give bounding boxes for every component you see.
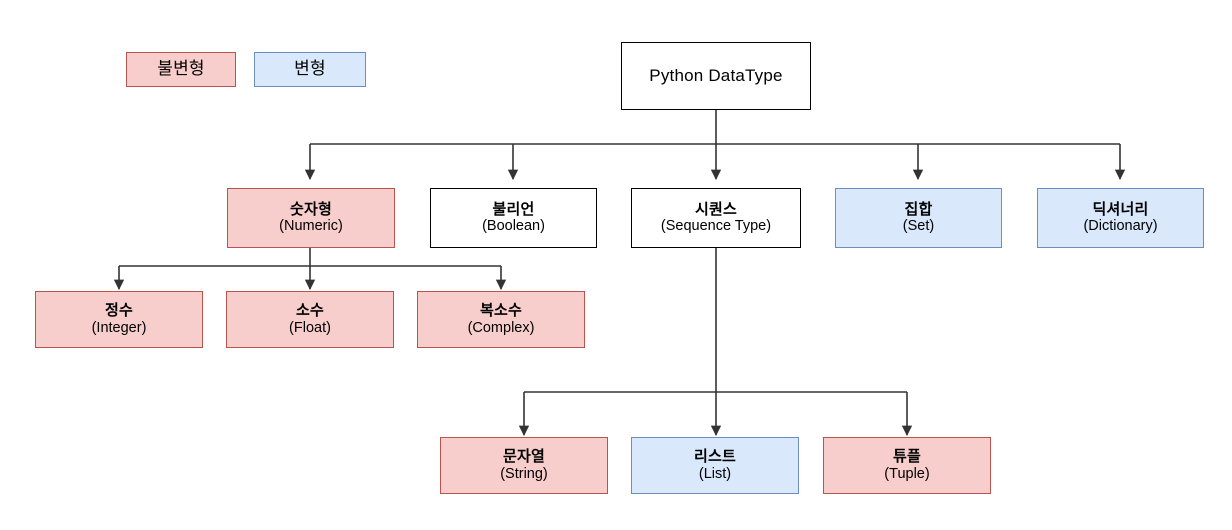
node-label-complex-en: (Complex) — [467, 319, 535, 336]
node-label-sequence-en: (Sequence Type) — [660, 218, 772, 235]
node-numeric[interactable]: 숫자형 (Numeric) — [227, 188, 395, 248]
node-label-integer-ko: 정수 — [104, 302, 133, 320]
node-boolean[interactable]: 불리언 (Boolean) — [430, 188, 597, 248]
node-label-float-ko: 소수 — [295, 302, 324, 320]
node-tuple[interactable]: 튜플 (Tuple) — [823, 437, 991, 494]
node-label-list-ko: 리스트 — [693, 448, 736, 466]
legend-item-immutable: 불변형 — [126, 52, 236, 87]
node-sequence[interactable]: 시퀀스 (Sequence Type) — [631, 188, 801, 248]
legend-label-mutable: 변형 — [294, 59, 326, 79]
node-label-tuple-ko: 튜플 — [892, 448, 921, 466]
node-label-dictionary-ko: 딕셔너리 — [1092, 200, 1149, 218]
node-label-set-en: (Set) — [902, 218, 935, 235]
node-label-string-ko: 문자열 — [502, 448, 545, 466]
node-label-integer-en: (Integer) — [91, 319, 147, 336]
node-integer[interactable]: 정수 (Integer) — [35, 291, 203, 348]
node-label-string-en: (String) — [500, 465, 548, 482]
node-label-boolean-en: (Boolean) — [482, 218, 545, 235]
edge-numeric-to-children — [113, 248, 507, 291]
node-complex[interactable]: 복소수 (Complex) — [417, 291, 585, 348]
legend-label-immutable: 불변형 — [157, 59, 205, 79]
node-label-tuple-en: (Tuple) — [884, 465, 930, 482]
node-string[interactable]: 문자열 (String) — [440, 437, 608, 494]
node-set[interactable]: 집합 (Set) — [835, 188, 1002, 248]
node-label-complex-ko: 복소수 — [479, 302, 522, 320]
node-label-numeric-en: (Numeric) — [279, 218, 343, 235]
node-label-sequence-ko: 시퀀스 — [694, 200, 737, 218]
node-label-dictionary-en: (Dictionary) — [1083, 218, 1158, 235]
node-label-boolean-ko: 불리언 — [492, 200, 535, 218]
edge-root-to-level2 — [304, 110, 1126, 181]
node-dictionary[interactable]: 딕셔너리 (Dictionary) — [1037, 188, 1204, 248]
node-label-python-datatype: Python DataType — [649, 65, 783, 85]
node-float[interactable]: 소수 (Float) — [226, 291, 394, 348]
node-python-datatype[interactable]: Python DataType — [621, 42, 811, 110]
node-list[interactable]: 리스트 (List) — [631, 437, 799, 494]
node-label-set-ko: 집합 — [904, 200, 933, 218]
node-label-float-en: (Float) — [289, 319, 331, 336]
node-label-numeric-ko: 숫자형 — [289, 200, 332, 218]
node-label-list-en: (List) — [698, 465, 732, 482]
legend-item-mutable: 변형 — [254, 52, 366, 87]
